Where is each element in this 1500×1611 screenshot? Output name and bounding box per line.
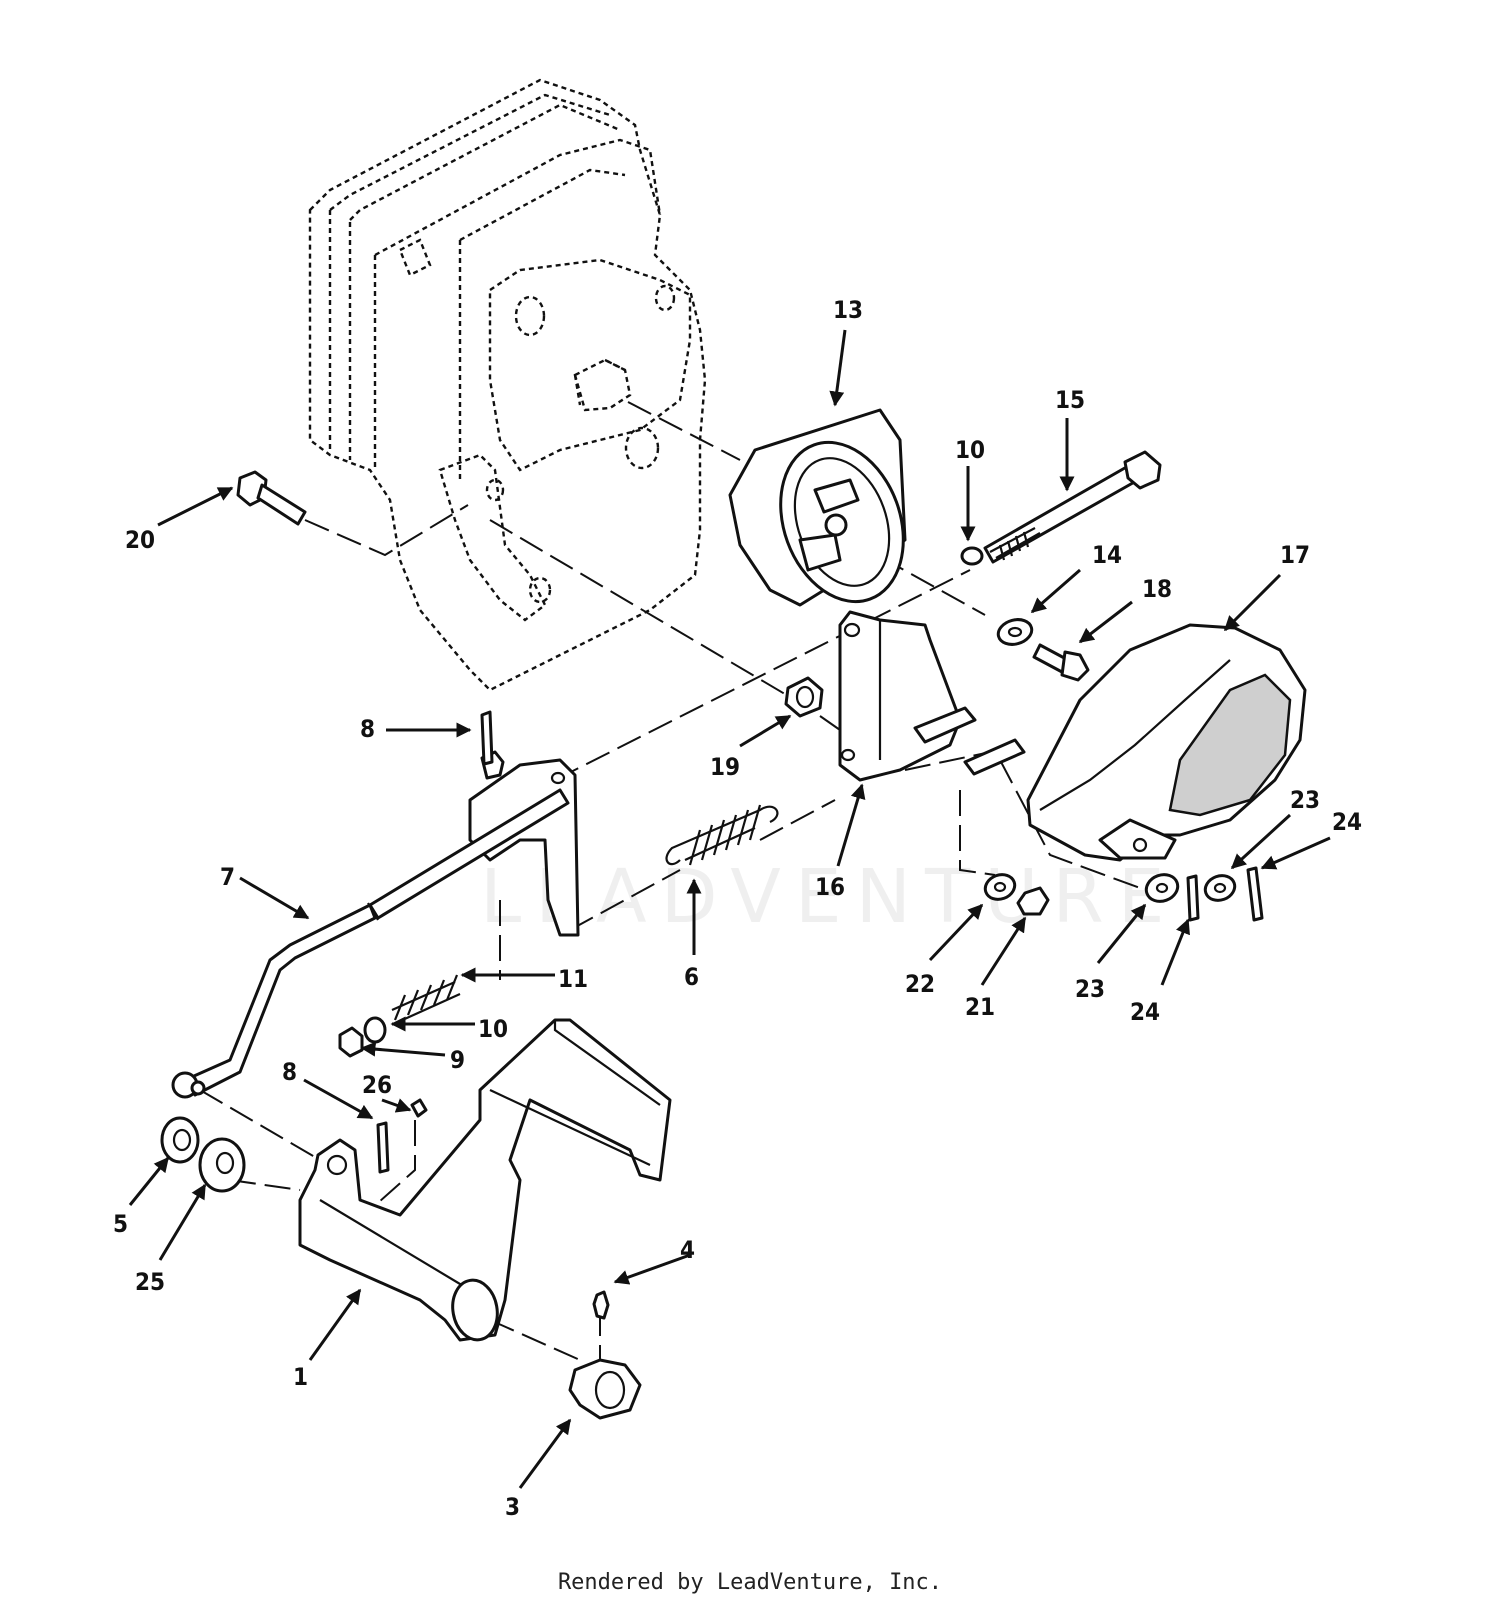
callout-23-top: 23 xyxy=(1290,786,1320,814)
callout-20: 20 xyxy=(125,526,155,554)
callout-8-bottom: 8 xyxy=(282,1058,297,1086)
callout-11: 11 xyxy=(558,965,588,993)
callout-16: 18 xyxy=(1142,575,1172,603)
callout-10-bottom: 10 xyxy=(478,1015,508,1043)
callout-5: 5 xyxy=(113,1210,128,1238)
collar-5 xyxy=(160,1116,200,1164)
hardware-right xyxy=(983,866,1264,922)
pulley-13 xyxy=(728,408,907,607)
pedal-arm-1 xyxy=(298,1018,672,1342)
callout-23-bottom: 23 xyxy=(1075,975,1105,1003)
set-screw-4 xyxy=(592,1290,610,1320)
bolt-16 xyxy=(1032,643,1090,682)
callout-10-top: 10 xyxy=(955,436,985,464)
callout-17: 17 xyxy=(1280,541,1310,569)
alignment-lines xyxy=(199,401,1181,1361)
brake-band-17 xyxy=(1026,623,1307,862)
washer-10-top xyxy=(960,546,984,566)
washer-25 xyxy=(198,1137,246,1193)
callout-24-bottom: 24 xyxy=(1130,998,1160,1026)
bracket-18 xyxy=(838,610,1026,782)
callout-24-top: 24 xyxy=(1332,808,1362,836)
callout-13: 13 xyxy=(833,296,863,324)
bolt-20 xyxy=(236,470,307,526)
callout-21: 21 xyxy=(965,993,995,1021)
nut-9 xyxy=(338,1026,364,1058)
callout-26: 26 xyxy=(362,1071,392,1099)
spring-11 xyxy=(391,974,461,1024)
callout-6: 6 xyxy=(684,963,699,991)
callout-8-top: 8 xyxy=(360,715,375,743)
callout-14: 14 xyxy=(1092,541,1122,569)
spring-6 xyxy=(665,804,779,866)
callout-7: 7 xyxy=(220,863,235,891)
footer-credit: Rendered by LeadVenture, Inc. xyxy=(557,1570,943,1595)
callout-15: 15 xyxy=(1055,386,1085,414)
bushing-19 xyxy=(784,676,824,718)
leader-arrows xyxy=(128,329,1331,1489)
collar-3 xyxy=(568,1358,642,1420)
callout-labels: 13 15 10 14 18 17 20 8 19 16 6 7 11 10 9… xyxy=(113,296,1362,1521)
rod-7 xyxy=(171,788,570,1099)
callout-1: 1 xyxy=(293,1363,308,1391)
washer-10-bottom xyxy=(363,1016,387,1044)
callout-19: 19 xyxy=(710,753,740,781)
bolt-15 xyxy=(983,450,1162,564)
callout-25: 25 xyxy=(135,1268,165,1296)
washer-14 xyxy=(996,618,1034,646)
callout-4: 4 xyxy=(680,1236,695,1264)
engine-outline xyxy=(308,78,707,692)
callout-3: 3 xyxy=(505,1493,520,1521)
callout-9: 9 xyxy=(450,1046,465,1074)
watermark: LEADVENTURE xyxy=(480,854,1179,940)
callout-18: 16 xyxy=(815,873,845,901)
callout-22: 22 xyxy=(905,970,935,998)
